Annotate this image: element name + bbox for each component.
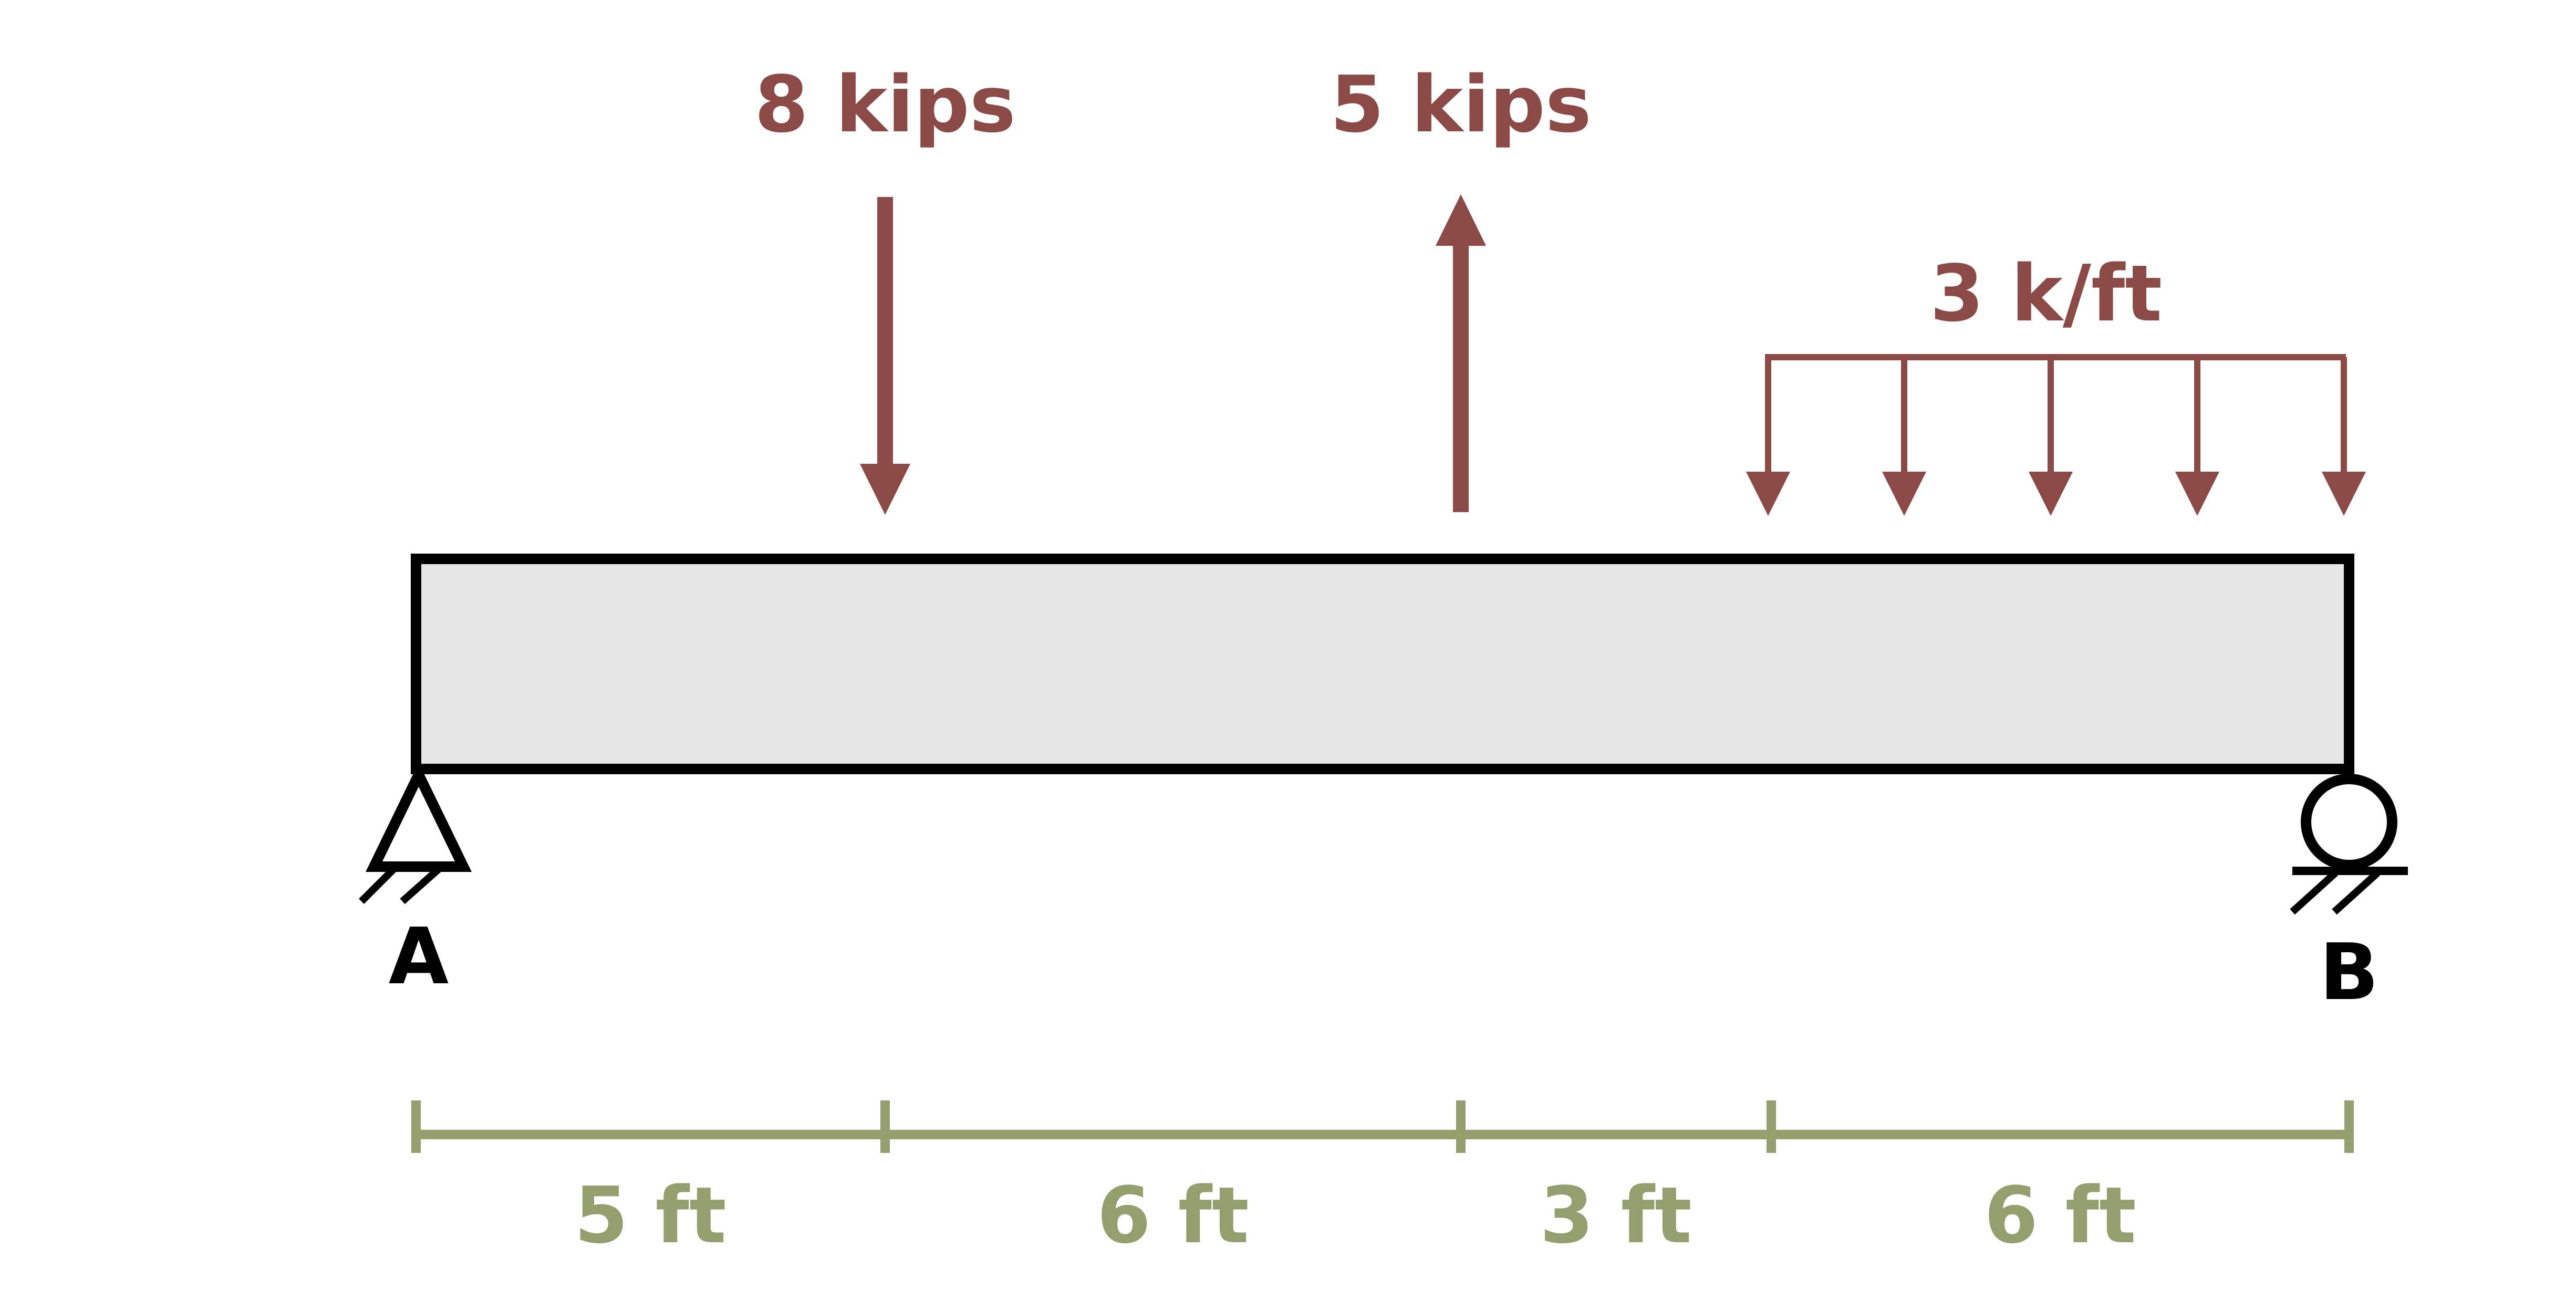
support-b-roller: B xyxy=(2290,774,2408,1017)
point-load-2-label: 5 kips xyxy=(1330,59,1592,150)
dimension-label-1: 5 ft xyxy=(574,1170,726,1261)
point-load-5-kips: 5 kips xyxy=(1330,59,1592,512)
distributed-load-arrows xyxy=(1746,357,2366,516)
load-arrow-shaft xyxy=(877,197,893,470)
distributed-load-3-kft: 3 k/ft xyxy=(1746,248,2366,516)
dist-arrow-head xyxy=(1882,472,1926,516)
ground-hatch xyxy=(359,865,398,904)
beam xyxy=(411,554,2354,774)
roller-circle xyxy=(2301,774,2397,870)
point-load-8-kips: 8 kips xyxy=(754,59,1016,515)
support-b-label: B xyxy=(2320,927,2379,1017)
load-arrow-head-up xyxy=(1436,194,1486,246)
ground-hatch xyxy=(400,865,443,904)
dimension-label-4: 6 ft xyxy=(1984,1170,2136,1261)
pin-triangle xyxy=(366,763,472,872)
ground-hatch xyxy=(2332,870,2380,915)
dist-arrow-head xyxy=(2029,472,2073,516)
dimension-label-3: 3 ft xyxy=(1540,1170,1692,1261)
support-a-pin: A xyxy=(359,763,472,1002)
distributed-load-label: 3 k/ft xyxy=(1930,248,2162,339)
support-a-label: A xyxy=(389,911,449,1002)
dimension-line: 5 ft 6 ft 3 ft 6 ft xyxy=(411,1100,2354,1261)
dimension-label-2: 6 ft xyxy=(1097,1170,1249,1261)
point-load-1-label: 8 kips xyxy=(754,59,1016,150)
dist-arrow-head xyxy=(1746,472,1790,516)
load-arrow-head-down xyxy=(860,464,910,515)
dist-arrow-head xyxy=(2322,472,2366,516)
dist-arrow-head xyxy=(2175,472,2219,516)
ground-hatch xyxy=(2290,870,2338,915)
load-arrow-shaft xyxy=(1453,242,1469,512)
